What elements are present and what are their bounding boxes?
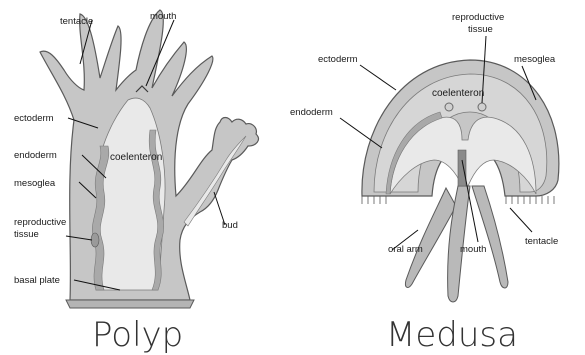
- polyp-label-reproductive-line2: tissue: [14, 229, 39, 240]
- medusa-label-oral-arm: oral arm: [388, 244, 423, 255]
- leader-medusa-tentacle: [510, 208, 532, 232]
- polyp-reproductive-tissue: [91, 233, 99, 247]
- polyp-label-reproductive-line1: reproductive: [14, 217, 66, 228]
- medusa-label-mesoglea: mesoglea: [514, 54, 556, 65]
- medusa-mouth-opening: [458, 150, 466, 186]
- polyp-label-basal-plate: basal plate: [14, 275, 60, 286]
- polyp-figure: tentacle mouth ectoderm coelenteron endo…: [14, 10, 258, 355]
- medusa-label-reproductive-line2: tissue: [468, 24, 493, 35]
- leader-medusa-ectoderm: [360, 65, 396, 90]
- medusa-gonad-left: [445, 103, 453, 111]
- polyp-basal-plate: [66, 300, 194, 308]
- medusa-title: Medusa: [386, 315, 518, 355]
- medusa-label-coelenteron: coelenteron: [432, 88, 484, 99]
- polyp-label-mouth: mouth: [150, 11, 176, 22]
- polyp-label-mesoglea: mesoglea: [14, 178, 56, 189]
- medusa-figure: reproductive tissue ectoderm mesoglea co…: [290, 12, 559, 355]
- polyp-label-endoderm: endoderm: [14, 150, 57, 161]
- medusa-label-mouth: mouth: [460, 244, 486, 255]
- polyp-label-ectoderm: ectoderm: [14, 113, 54, 124]
- medusa-label-reproductive-line1: reproductive: [452, 12, 504, 23]
- medusa-label-tentacle: tentacle: [525, 236, 558, 247]
- polyp-label-bud: bud: [222, 220, 238, 231]
- polyp-label-coelenteron: coelenteron: [110, 152, 162, 163]
- polyp-label-tentacle: tentacle: [60, 16, 93, 27]
- medusa-label-endoderm: endoderm: [290, 107, 333, 118]
- polyp-title: Polyp: [92, 315, 183, 355]
- medusa-label-ectoderm: ectoderm: [318, 54, 358, 65]
- medusa-gonad-right: [478, 103, 486, 111]
